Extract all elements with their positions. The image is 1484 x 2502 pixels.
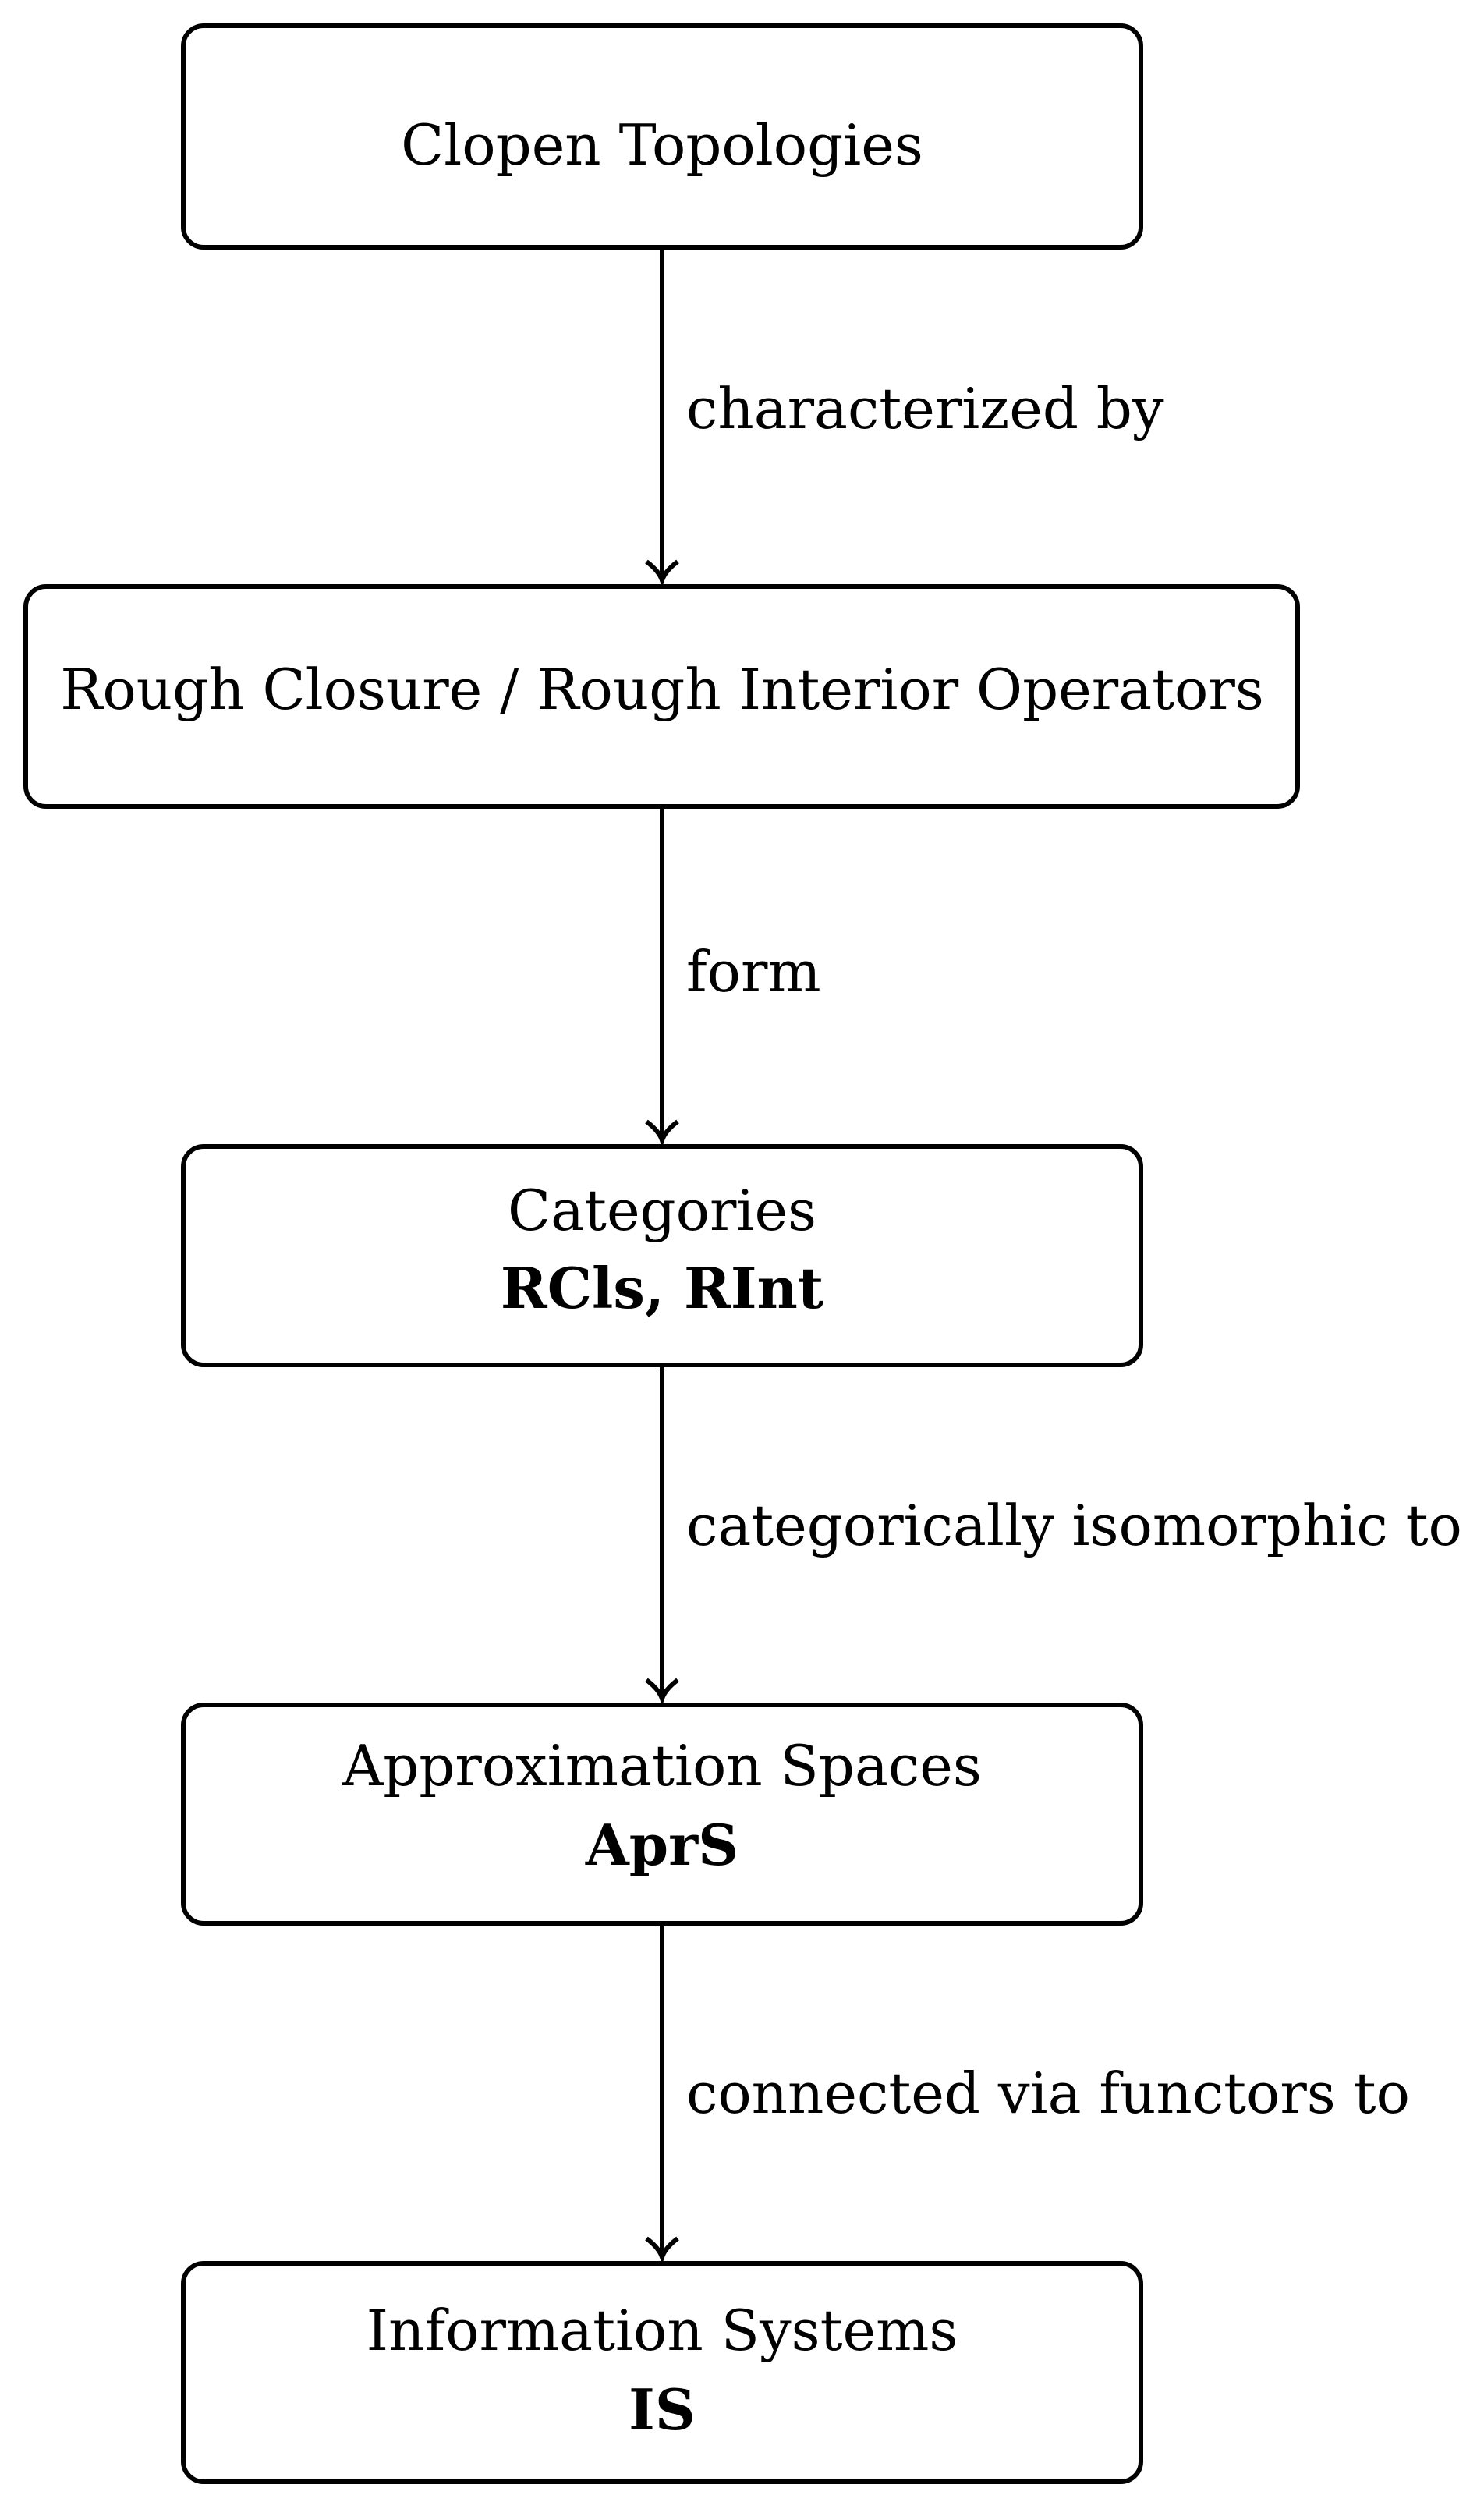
node-title: Clopen Topologies bbox=[401, 112, 923, 178]
node-rough-operators: Rough Closure / Rough Interior Operators bbox=[23, 584, 1300, 809]
node-categories: Categories RCls, RInt bbox=[181, 1144, 1143, 1367]
node-subtitle: IS bbox=[629, 2376, 696, 2443]
edge-form: form bbox=[645, 806, 821, 1148]
node-title: Rough Closure / Rough Interior Operators bbox=[60, 657, 1264, 722]
node-information-systems: Information Systems IS bbox=[181, 2261, 1143, 2484]
node-clopen-topologies: Clopen Topologies bbox=[181, 23, 1143, 250]
node-approximation-spaces: Approximation Spaces AprS bbox=[181, 1703, 1143, 1926]
node-subtitle: AprS bbox=[585, 1812, 738, 1878]
arrowhead-icon bbox=[645, 559, 679, 588]
edge-characterized-by: characterized by bbox=[645, 247, 1164, 588]
edge-label: characterized by bbox=[686, 376, 1164, 441]
node-title: Categories bbox=[508, 1178, 816, 1243]
arrowhead-icon bbox=[645, 1119, 679, 1148]
node-subtitle: RCls, RInt bbox=[501, 1255, 823, 1321]
edge-connected-via-functors: connected via functors to bbox=[645, 1923, 1410, 2265]
arrowhead-icon bbox=[645, 1678, 679, 1706]
arrowhead-icon bbox=[645, 2236, 679, 2265]
node-title: Information Systems bbox=[367, 2298, 958, 2363]
edge-label: connected via functors to bbox=[686, 2061, 1410, 2126]
node-title: Approximation Spaces bbox=[342, 1733, 982, 1799]
edge-label: form bbox=[686, 939, 821, 1005]
edge-label: categorically isomorphic to bbox=[686, 1493, 1462, 1558]
edge-categorically-isomorphic: categorically isomorphic to bbox=[645, 1365, 1462, 1706]
